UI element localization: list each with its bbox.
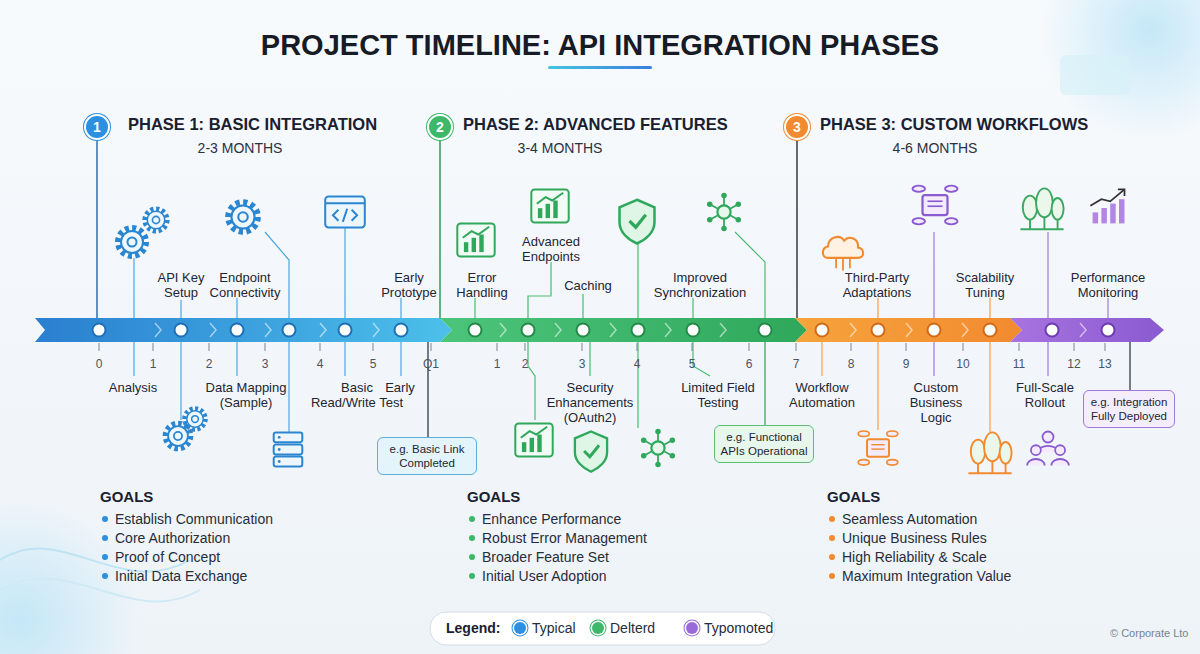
milestone-label: Error Handling: [452, 270, 512, 300]
tick-number: 3: [579, 357, 586, 372]
legend-label: Typical: [532, 621, 576, 636]
legend-label: Typomoted: [704, 621, 773, 636]
callout-text: e.g. Basic Link Completed: [381, 442, 473, 470]
milestone-label: Early Prototype: [374, 270, 444, 300]
diagram-title: PROJECT TIMELINE: API INTEGRATION PHASES: [0, 28, 1200, 62]
milestone-label: Data Mapping (Sample): [201, 380, 291, 410]
tick-number: Q1: [423, 357, 439, 372]
goals-heading: GOALS: [827, 489, 880, 504]
goal-item: High Reliability & Scale: [842, 550, 987, 565]
goal-item: Proof of Concept: [115, 550, 220, 565]
phase-duration: 3-4 MONTHS: [518, 141, 603, 156]
milestone-label: Third-Party Adaptations: [827, 270, 927, 300]
milestone-label: Caching: [553, 278, 623, 293]
goal-item: Initial Data Exchange: [115, 569, 247, 584]
phase-number: 3: [784, 114, 810, 140]
tick-number: 2: [206, 357, 213, 372]
tick-number: 13: [1098, 357, 1111, 372]
milestone-label: Workflow Automation: [782, 380, 862, 410]
milestone-label: Security Enhancements (OAuth2): [540, 380, 640, 425]
milestone-label: Improved Synchronization: [645, 270, 755, 300]
tick-number: 12: [1067, 357, 1080, 372]
goal-item: Enhance Performance: [482, 512, 621, 527]
milestone-label: Advanced Endpoints: [516, 234, 586, 264]
callout-box: e.g. Basic Link Completed: [377, 437, 477, 475]
tick-number: 2: [522, 357, 529, 372]
phase-heading: PHASE 1: BASIC INTEGRATION: [128, 117, 377, 132]
callout-text: e.g. Functional APIs Operational: [718, 430, 810, 458]
phase-number-text: 3: [793, 120, 801, 134]
tick-number: 5: [370, 357, 377, 372]
tick-number: 5: [689, 357, 696, 372]
goal-item: Establish Communication: [115, 512, 273, 527]
copyright-note: © Corporate Lto: [1110, 626, 1188, 641]
tick-number: 1: [494, 357, 501, 372]
legend-swatch: [514, 622, 526, 634]
milestone-label: Analysis: [98, 380, 168, 395]
goal-item: Core Authorization: [115, 531, 230, 546]
goal-item: Unique Business Rules: [842, 531, 987, 546]
goal-item: Maximum Integration Value: [842, 569, 1011, 584]
phase-duration: 2-3 MONTHS: [198, 141, 283, 156]
goals-heading: GOALS: [467, 489, 520, 504]
milestone-label: Performance Monitoring: [1058, 270, 1158, 300]
goals-heading: GOALS: [100, 489, 153, 504]
callout-text: e.g. Integration Fully Deployed: [1087, 395, 1171, 423]
phase-number-text: 1: [93, 120, 101, 134]
milestone-label: Full-Scale Rollout: [1010, 380, 1080, 410]
tick-number: 0: [96, 357, 103, 372]
phase-heading: PHASE 3: CUSTOM WORKFLOWS: [820, 117, 1088, 132]
tick-number: 4: [317, 357, 324, 372]
phase-heading: PHASE 2: ADVANCED FEATURES: [463, 117, 728, 132]
tick-number: 4: [634, 357, 641, 372]
goal-item: Initial User Adoption: [482, 569, 607, 584]
callout-box: e.g. Integration Fully Deployed: [1083, 390, 1175, 428]
tick-number: 3: [262, 357, 269, 372]
legend-swatch: [686, 622, 698, 634]
tick-number: 6: [746, 357, 753, 372]
phase-number: 2: [427, 114, 453, 140]
tick-number: 9: [903, 357, 910, 372]
milestone-label: Limited Field Testing: [675, 380, 761, 410]
milestone-label: Early: [375, 380, 425, 395]
legend-heading: Legend:: [446, 621, 500, 636]
milestone-label: Endpoint Connectivity: [205, 270, 285, 300]
legend-label: Delterd: [610, 621, 655, 636]
tick-number: 8: [848, 357, 855, 372]
legend-swatch: [592, 622, 604, 634]
milestone-label: API Key Setup: [151, 270, 211, 300]
phase-number-text: 2: [436, 120, 444, 134]
goal-item: Seamless Automation: [842, 512, 977, 527]
phase-number: 1: [84, 114, 110, 140]
tick-number: 1: [150, 357, 157, 372]
tick-number: 11: [1013, 357, 1025, 372]
callout-box: e.g. Functional APIs Operational: [714, 425, 814, 463]
milestone-label: Custom Business Logic: [901, 380, 971, 425]
goal-item: Broader Feature Set: [482, 550, 609, 565]
goal-item: Robust Error Management: [482, 531, 647, 546]
tick-number: 10: [956, 357, 969, 372]
milestone-label: Scalability Tuning: [945, 270, 1025, 300]
phase-duration: 4-6 MONTHS: [893, 141, 978, 156]
tick-number: 7: [793, 357, 800, 372]
